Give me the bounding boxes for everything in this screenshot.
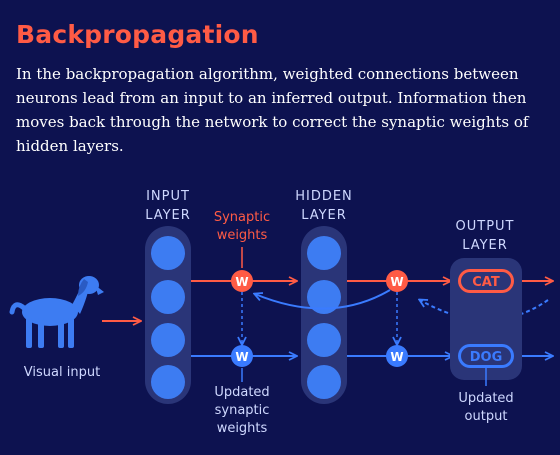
updated-synaptic-weights-label-1: Updated <box>214 385 269 400</box>
hidden-neuron <box>307 365 341 399</box>
updated-output-label-1: Updated <box>458 391 513 406</box>
updated-synaptic-weights-label-2: synaptic <box>215 403 270 418</box>
description: In the backpropagation algorithm, weight… <box>16 65 529 155</box>
svg-text:W: W <box>390 275 403 289</box>
output-cat: CAT <box>458 269 514 293</box>
svg-text:DOG: DOG <box>470 350 503 365</box>
svg-text:W: W <box>235 275 248 289</box>
hidden-neuron <box>307 323 341 357</box>
weight-node-blue: W <box>386 345 408 367</box>
weight-node-red: W <box>386 270 408 292</box>
hidden-neuron <box>307 280 341 314</box>
hidden-layer-label-1: HIDDEN <box>295 189 353 204</box>
page-title: Backpropagation <box>16 20 259 49</box>
input-neuron <box>151 236 185 270</box>
dog-icon <box>9 276 104 348</box>
updated-output-label-2: output <box>465 409 508 424</box>
svg-text:W: W <box>390 350 403 364</box>
input-neuron <box>151 365 185 399</box>
input-layer <box>145 226 191 404</box>
synaptic-weights-label-1: Synaptic <box>214 210 270 225</box>
input-layer-label-2: LAYER <box>145 208 191 223</box>
synaptic-weights-label-2: weights <box>217 228 268 243</box>
output-dog: DOG <box>458 344 514 368</box>
input-neuron <box>151 280 185 314</box>
hidden-neuron <box>307 236 341 270</box>
updated-synaptic-weights-label-3: weights <box>217 421 268 436</box>
svg-text:W: W <box>235 350 248 364</box>
output-layer-label-2: LAYER <box>462 238 508 253</box>
weight-node-blue: W <box>231 345 253 367</box>
input-layer-label-1: INPUT <box>146 189 190 204</box>
svg-text:CAT: CAT <box>472 275 500 290</box>
weight-node-red: W <box>231 270 253 292</box>
input-neuron <box>151 323 185 357</box>
hidden-layer <box>301 226 347 404</box>
visual-input-label: Visual input <box>24 365 100 380</box>
hidden-layer-label-2: LAYER <box>301 208 347 223</box>
output-layer-label-1: OUTPUT <box>456 219 515 234</box>
